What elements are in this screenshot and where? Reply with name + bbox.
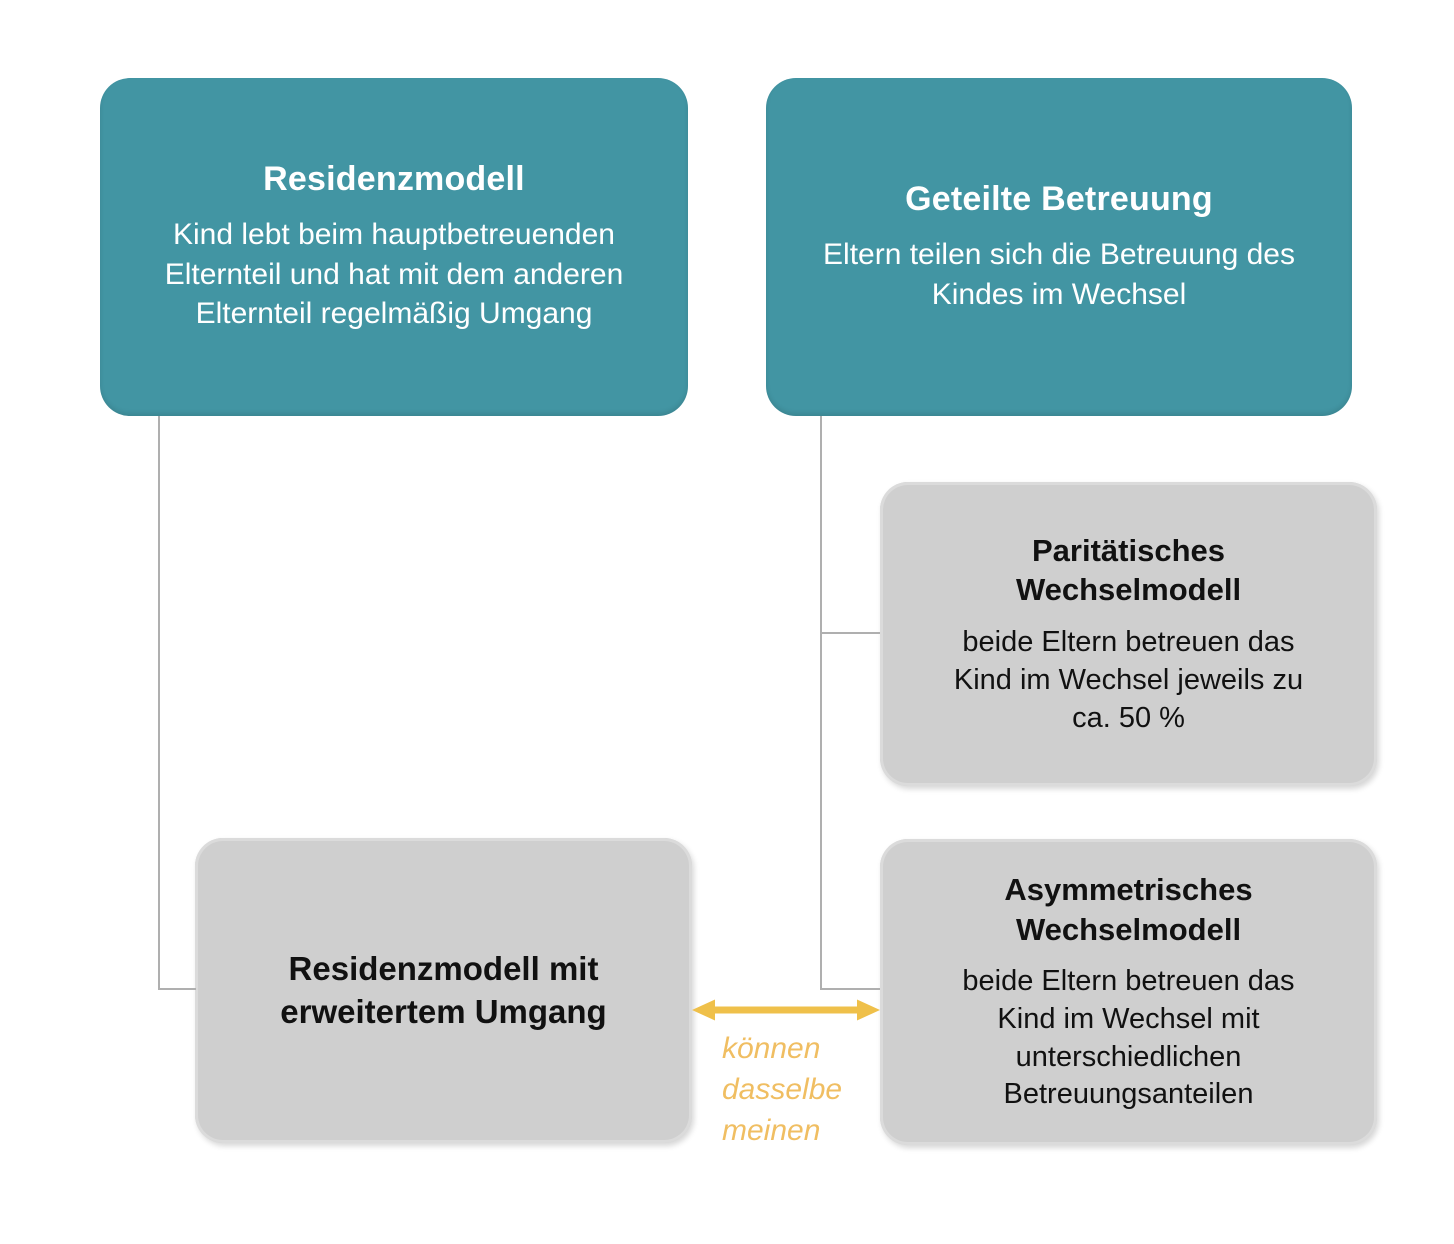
arrow-annotation: können dasselbe meinen xyxy=(722,1032,843,1147)
connector-left-vertical xyxy=(158,416,160,990)
node-geteilte-betreuung: Geteilte Betreuung Eltern teilen sich di… xyxy=(766,78,1352,416)
node-asymmetrisches-wechselmodell: Asymmetrisches Wechselmodell beide Elter… xyxy=(880,839,1377,1145)
connector-right-to-asymmetrisch xyxy=(820,988,880,990)
double-headed-arrow-icon xyxy=(692,999,880,1021)
node-body: beide Eltern betreuen das Kind im Wechse… xyxy=(962,965,1295,1111)
connector-right-vertical xyxy=(820,416,822,990)
node-title: Asymmetrisches Wechselmodell xyxy=(1004,871,1253,947)
node-title: Residenzmodell xyxy=(263,159,525,198)
node-body: Kind lebt beim hauptbetreuenden Elternte… xyxy=(164,217,624,331)
node-title: Paritätisches Wechselmodell xyxy=(1015,532,1242,608)
node-title: Residenzmodell mit erweitertem Umgang xyxy=(280,950,607,1030)
node-body: Eltern teilen sich die Betreuung des Kin… xyxy=(823,237,1295,311)
connector-left-horizontal xyxy=(158,988,196,990)
node-residenzmodell-erweiterter-umgang: Residenzmodell mit erweitertem Umgang xyxy=(195,838,692,1143)
node-body: beide Eltern betreuen das Kind im Wechse… xyxy=(953,626,1304,734)
connector-right-to-paritaetisch xyxy=(820,632,880,634)
node-title: Geteilte Betreuung xyxy=(905,179,1213,218)
node-paritaetisches-wechselmodell: Paritätisches Wechselmodell beide Eltern… xyxy=(880,482,1377,786)
node-residenzmodell: Residenzmodell Kind lebt beim hauptbetre… xyxy=(100,78,688,416)
